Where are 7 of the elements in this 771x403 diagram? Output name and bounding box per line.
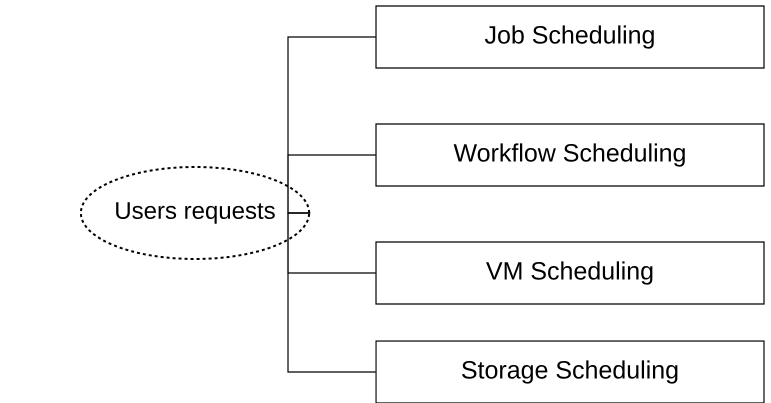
process-box: VM Scheduling bbox=[375, 241, 765, 305]
ellipse-node: Users requests bbox=[80, 166, 310, 260]
connector-line bbox=[287, 154, 376, 214]
connector-line bbox=[287, 212, 376, 373]
process-box: Workflow Scheduling bbox=[375, 123, 765, 187]
process-box: Storage Scheduling bbox=[375, 340, 765, 403]
process-box: Job Scheduling bbox=[375, 5, 765, 69]
